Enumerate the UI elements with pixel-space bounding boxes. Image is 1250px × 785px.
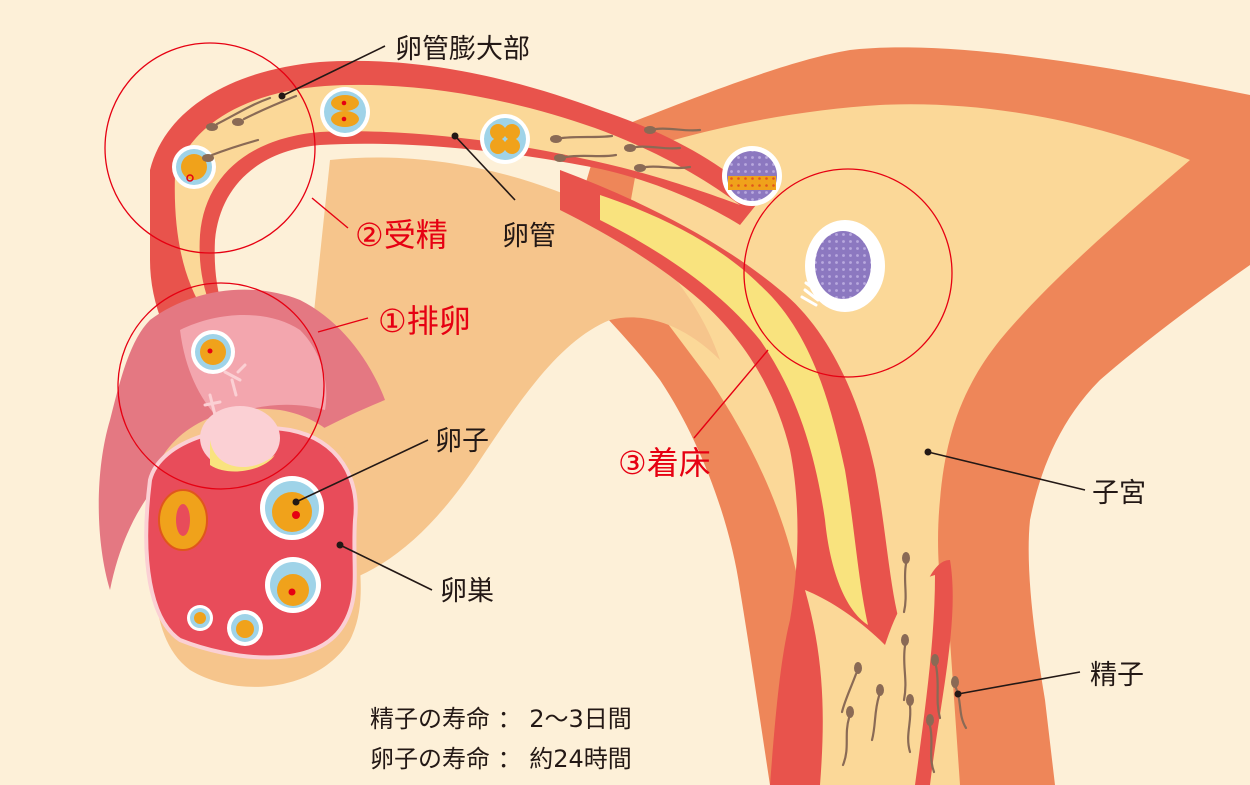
embryo-morula xyxy=(722,146,782,206)
sperm-label: 精子 xyxy=(1090,660,1144,691)
fertilized-egg xyxy=(172,145,216,189)
ovulation-label: ①排卵 xyxy=(378,302,471,340)
ruptured-follicle xyxy=(200,406,280,472)
implantation-label: ③着床 xyxy=(618,444,711,482)
oviduct-dot xyxy=(452,133,459,140)
fertilization-label: ②受精 xyxy=(355,216,448,254)
sperm-dot xyxy=(955,691,962,698)
follicle-tiny xyxy=(187,605,213,631)
embryo-2cell xyxy=(320,87,370,137)
follicle-small xyxy=(227,610,263,646)
ovary-label: 卵巣 xyxy=(440,576,494,607)
follicle-medium xyxy=(265,557,321,613)
uterus-dot xyxy=(925,449,932,456)
sperm-lifespan-note: 精子の寿命 ： 2〜3日間 xyxy=(370,705,632,733)
egg-lifespan-note: 卵子の寿命 ： 約24時間 xyxy=(370,745,632,773)
follicle-large xyxy=(260,476,324,540)
egg-label: 卵子 xyxy=(435,426,489,457)
ampulla-label: 卵管膨大部 xyxy=(395,34,530,65)
embryo-4cell xyxy=(480,114,530,164)
ovary-dot xyxy=(337,542,344,549)
ampulla-dot xyxy=(279,93,286,100)
egg-dot xyxy=(293,499,300,506)
corpus-luteum xyxy=(159,490,207,550)
oviduct-label: 卵管 xyxy=(502,221,556,252)
uterus-label: 子宮 xyxy=(1092,478,1146,509)
